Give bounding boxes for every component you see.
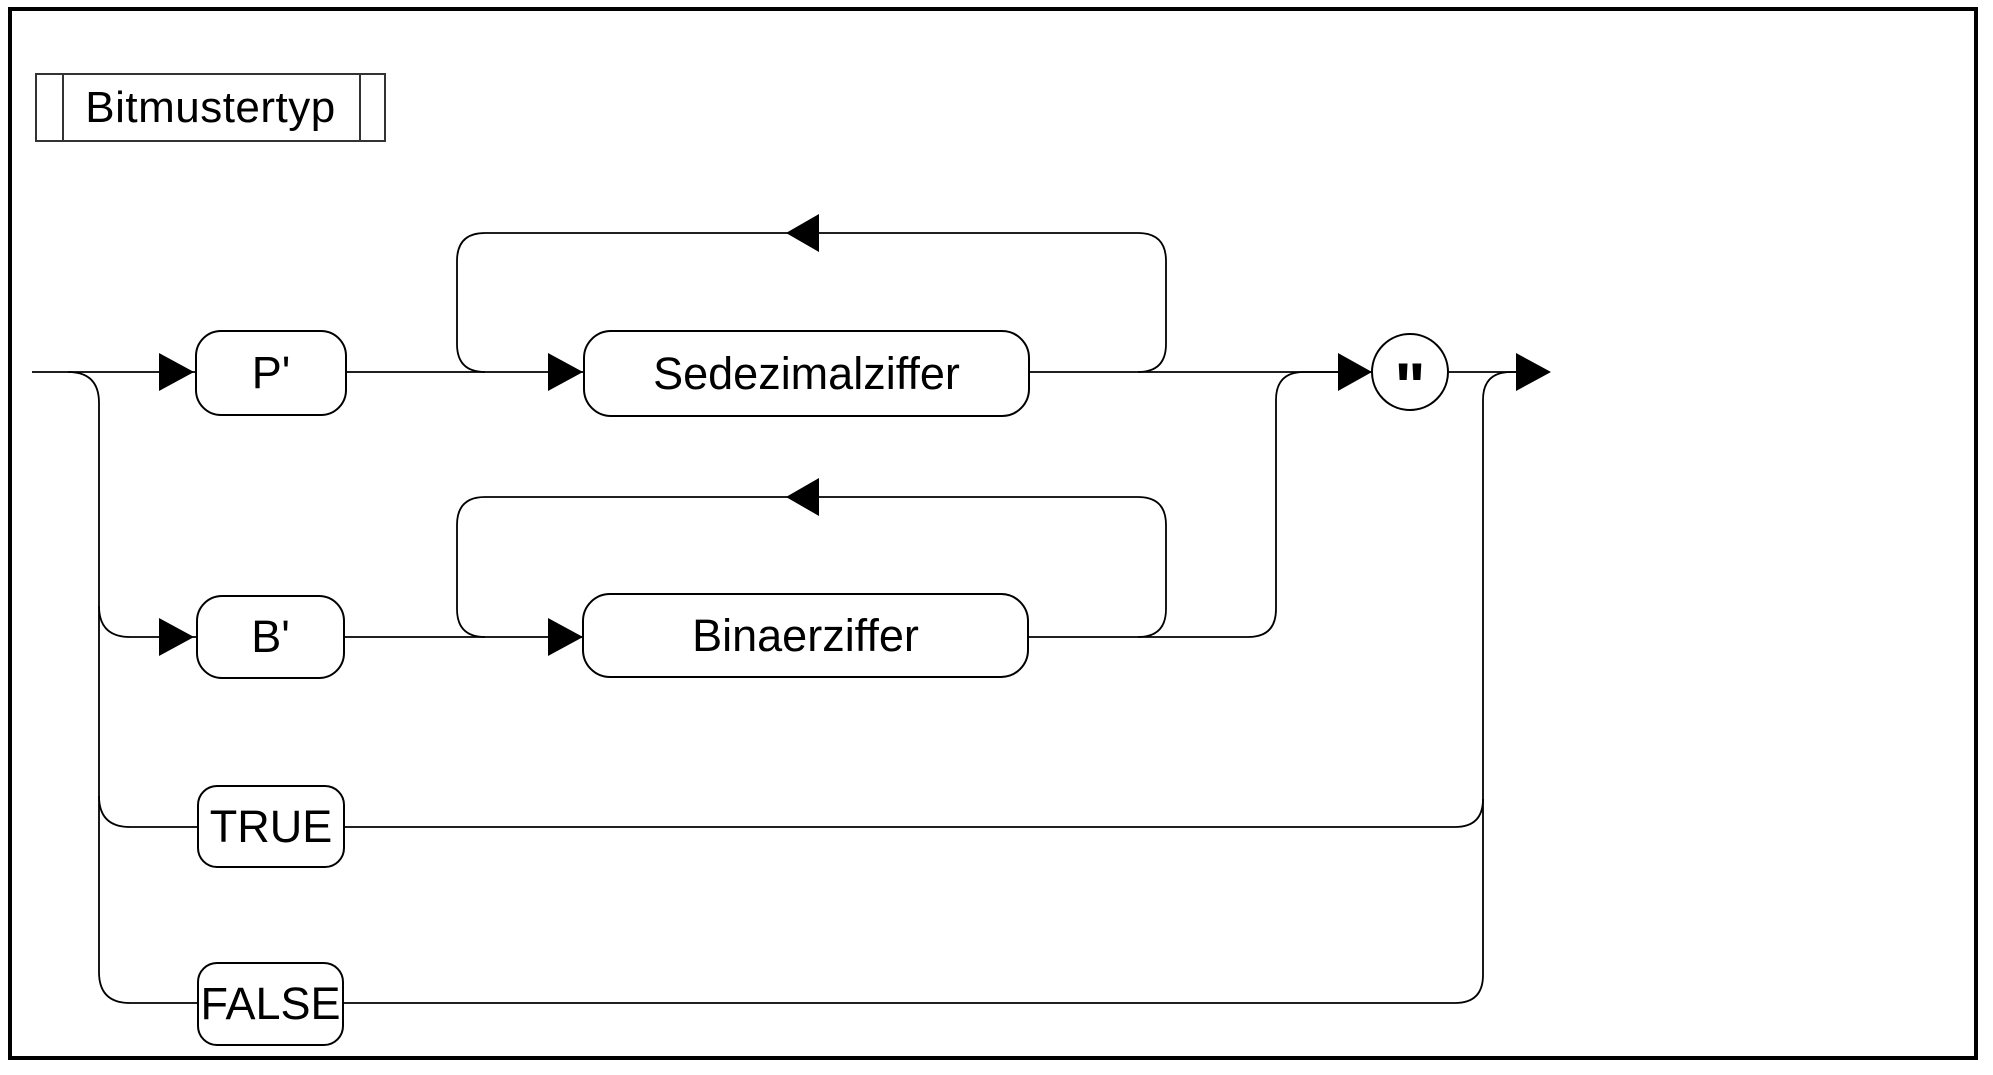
node-p-prefix-label: P' <box>251 347 291 398</box>
node-p-prefix: P' <box>195 330 347 416</box>
node-true: TRUE <box>197 785 345 868</box>
closing-quote-glyph: " <box>1394 349 1426 423</box>
page-border <box>8 7 1978 1060</box>
node-false-label: FALSE <box>200 978 341 1029</box>
rule-title: Bitmustertyp <box>85 82 336 132</box>
branch-to-true-line <box>98 795 198 828</box>
node-binaerziffer: Binaerziffer <box>582 593 1029 678</box>
arrowhead-right-binaer-icon <box>548 618 583 656</box>
true-merge-line <box>345 798 1484 828</box>
node-b-prefix-label: B' <box>251 611 290 662</box>
node-true-label: TRUE <box>209 800 333 852</box>
arrowhead-right-b-icon <box>159 618 194 656</box>
title-box-inner-line-right <box>359 75 361 140</box>
arrowhead-left-sedezimal-loop-icon <box>786 214 819 252</box>
node-binaerziffer-label: Binaerziffer <box>692 609 919 661</box>
node-sedezimalziffer-label: Sedezimalziffer <box>653 347 960 399</box>
node-false: FALSE <box>197 962 344 1046</box>
arrowhead-right-quote-icon <box>1338 353 1372 391</box>
binaer-merge-line <box>1029 371 1342 638</box>
node-sedezimalziffer: Sedezimalziffer <box>583 330 1030 417</box>
arrowhead-left-binaer-loop-icon <box>786 478 819 516</box>
false-merge-line <box>344 371 1520 1004</box>
title-box-inner-line-left <box>62 75 64 140</box>
node-b-prefix: B' <box>196 595 345 679</box>
terminal-closing-quote: " <box>1371 333 1449 419</box>
arrowhead-right-sedezimal-icon <box>548 353 583 391</box>
branch-to-b-line <box>98 605 197 638</box>
arrowhead-right-end-icon <box>1516 353 1551 391</box>
rule-title-box: Bitmustertyp <box>35 73 386 142</box>
alternative-branch-line <box>67 371 198 1004</box>
arrowheads <box>159 214 1551 656</box>
arrowhead-right-p-icon <box>159 353 194 391</box>
